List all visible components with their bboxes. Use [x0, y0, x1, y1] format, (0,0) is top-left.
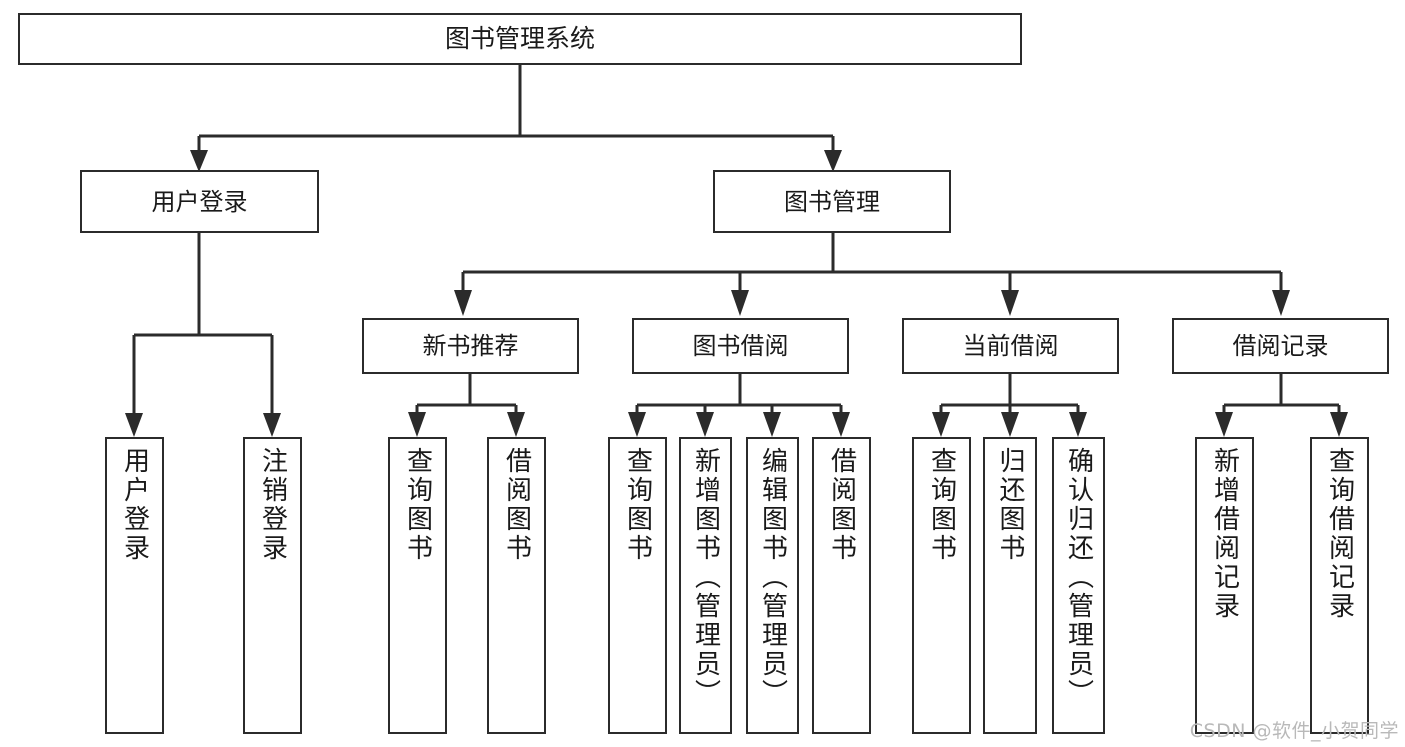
node-leaf-return-book[interactable]: 归还图书: [983, 437, 1037, 734]
node-new-book-rec-label: 新书推荐: [422, 332, 519, 360]
node-leaf-query-book-1[interactable]: 查询图书: [388, 437, 447, 734]
node-borrow-record[interactable]: 借阅记录: [1172, 318, 1389, 374]
node-leaf-add-record[interactable]: 新增借阅记录: [1195, 437, 1254, 734]
arrow-book-borrow: [731, 290, 749, 316]
node-leaf-confirm-return[interactable]: 确认归还（管理员）: [1052, 437, 1105, 734]
arrow-borrow-book-1: [507, 412, 525, 437]
node-new-book-rec[interactable]: 新书推荐: [362, 318, 579, 374]
arrow-query-book-3: [932, 412, 950, 437]
node-leaf-query-book-3-label: 查询图书: [926, 447, 957, 563]
node-root-label: 图书管理系统: [444, 24, 595, 54]
node-user-login-label: 用户登录: [151, 187, 248, 216]
arrow-return-book: [1001, 412, 1019, 437]
node-leaf-borrow-book-1[interactable]: 借阅图书: [487, 437, 546, 734]
arrow-leaf-user-login: [125, 413, 143, 437]
arrow-edit-book: [763, 412, 781, 437]
node-root[interactable]: 图书管理系统: [18, 13, 1022, 65]
node-leaf-query-book-3[interactable]: 查询图书: [912, 437, 971, 734]
node-book-borrow-label: 图书借阅: [692, 332, 789, 360]
node-leaf-borrow-book-1-label: 借阅图书: [501, 447, 532, 563]
node-current-borrow-label: 当前借阅: [962, 332, 1059, 360]
node-leaf-query-book-2-label: 查询图书: [622, 447, 653, 563]
node-leaf-add-book-label: 新增图书（管理员）: [690, 447, 721, 708]
arrow-confirm-return: [1069, 412, 1087, 437]
arrow-leaf-user-logout: [263, 413, 281, 437]
node-leaf-borrow-book-2-label: 借阅图书: [826, 447, 857, 563]
node-leaf-query-book-2[interactable]: 查询图书: [608, 437, 667, 734]
node-user-login[interactable]: 用户登录: [80, 170, 319, 233]
arrow-query-book-2: [628, 412, 646, 437]
arrow-borrow-record: [1272, 290, 1290, 316]
node-leaf-return-book-label: 归还图书: [995, 447, 1025, 563]
node-leaf-query-record-label: 查询借阅记录: [1324, 447, 1355, 621]
node-leaf-user-logout-label: 注销登录: [257, 447, 288, 563]
node-current-borrow[interactable]: 当前借阅: [902, 318, 1119, 374]
arrow-add-record: [1215, 412, 1233, 437]
node-leaf-user-login[interactable]: 用户登录: [105, 437, 164, 734]
node-leaf-borrow-book-2[interactable]: 借阅图书: [812, 437, 871, 734]
arrow-query-record: [1330, 412, 1348, 437]
arrow-add-book: [696, 412, 714, 437]
node-book-manage-label: 图书管理: [784, 187, 880, 216]
node-leaf-add-record-label: 新增借阅记录: [1209, 447, 1240, 621]
node-leaf-query-record[interactable]: 查询借阅记录: [1310, 437, 1369, 734]
node-leaf-query-book-1-label: 查询图书: [402, 447, 433, 563]
node-leaf-edit-book[interactable]: 编辑图书（管理员）: [746, 437, 799, 734]
node-borrow-record-label: 借阅记录: [1232, 332, 1329, 360]
arrow-query-book-1: [408, 412, 426, 437]
node-book-manage[interactable]: 图书管理: [713, 170, 951, 233]
arrow-new-book-rec: [454, 290, 472, 316]
arrow-borrow-book-2: [832, 412, 850, 437]
arrow-user-login: [190, 150, 208, 172]
node-leaf-confirm-return-label: 确认归还（管理员）: [1063, 447, 1094, 708]
node-book-borrow[interactable]: 图书借阅: [632, 318, 849, 374]
node-leaf-add-book[interactable]: 新增图书（管理员）: [679, 437, 732, 734]
arrow-book-manage: [824, 150, 842, 172]
node-leaf-edit-book-label: 编辑图书（管理员）: [757, 447, 788, 708]
node-leaf-user-logout[interactable]: 注销登录: [243, 437, 302, 734]
node-leaf-user-login-label: 用户登录: [119, 447, 150, 563]
arrow-current-borrow: [1001, 290, 1019, 316]
